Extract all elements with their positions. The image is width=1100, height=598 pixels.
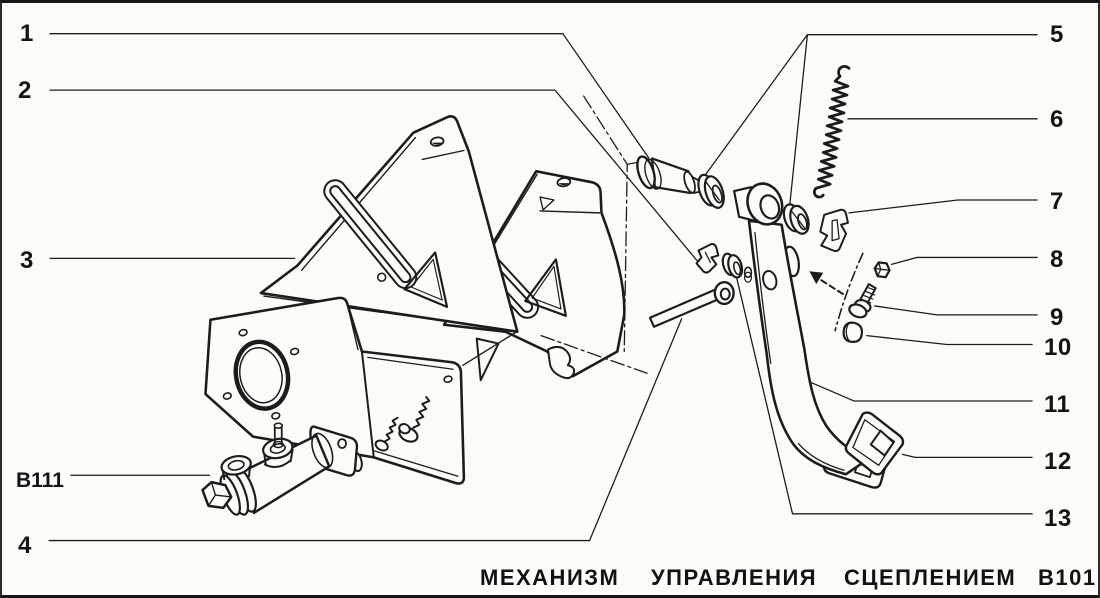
rubber-plug: [842, 321, 864, 343]
callout-12: 12: [1044, 448, 1072, 475]
reservoir-port: [262, 422, 294, 469]
pedal-pad: [844, 411, 905, 476]
caption-word-1: МЕХАНИЗМ: [480, 565, 620, 590]
pivot-bushing-inner: [782, 203, 810, 235]
mounting-stud-with-spring: [374, 416, 399, 452]
callout-10: 10: [1044, 334, 1072, 361]
pushrod: [648, 280, 735, 328]
outlet-boss: [220, 454, 252, 481]
callout-4: 4: [18, 532, 32, 559]
pushrod-bushing: [721, 252, 744, 279]
callout-6: 6: [1050, 106, 1064, 133]
spacer-clip: [695, 243, 720, 274]
pointer-arrow: [809, 271, 845, 296]
callout-2: 2: [18, 77, 32, 104]
return-spring: [812, 64, 851, 199]
callout-1: 1: [20, 20, 34, 47]
pivot-bolt: [636, 155, 708, 195]
figure-code: B101: [1038, 565, 1097, 590]
retaining-clip: [819, 208, 849, 253]
leader-lines: [48, 33, 1038, 542]
callout-3: 3: [20, 247, 34, 274]
clutch-master-cylinder: [201, 422, 363, 516]
stop-bolt: [848, 283, 877, 319]
travel-arc: [834, 252, 864, 332]
callout-13: 13: [1044, 505, 1072, 532]
pedal-arm: [747, 219, 870, 476]
callout-11: 11: [1044, 391, 1071, 418]
pivot-parts: [636, 155, 849, 279]
pivot-bushing-outer: [697, 173, 725, 209]
caption-word-2: УПРАВЛЕНИЯ: [651, 565, 818, 590]
callout-5: 5: [1050, 21, 1064, 48]
clutch-pedal: [743, 219, 905, 489]
callout-7: 7: [1050, 188, 1064, 215]
line-art: [48, 33, 1038, 542]
mounting-bolt-with-washer: [398, 396, 431, 443]
cylinder-code-label: B111: [16, 469, 64, 492]
caption-word-3: СЦЕПЛЕНИЕМ: [844, 565, 1017, 590]
pedal-bracket: [204, 115, 626, 485]
callout-8: 8: [1050, 246, 1064, 273]
lock-nut: [873, 261, 891, 279]
callout-9: 9: [1050, 304, 1064, 331]
